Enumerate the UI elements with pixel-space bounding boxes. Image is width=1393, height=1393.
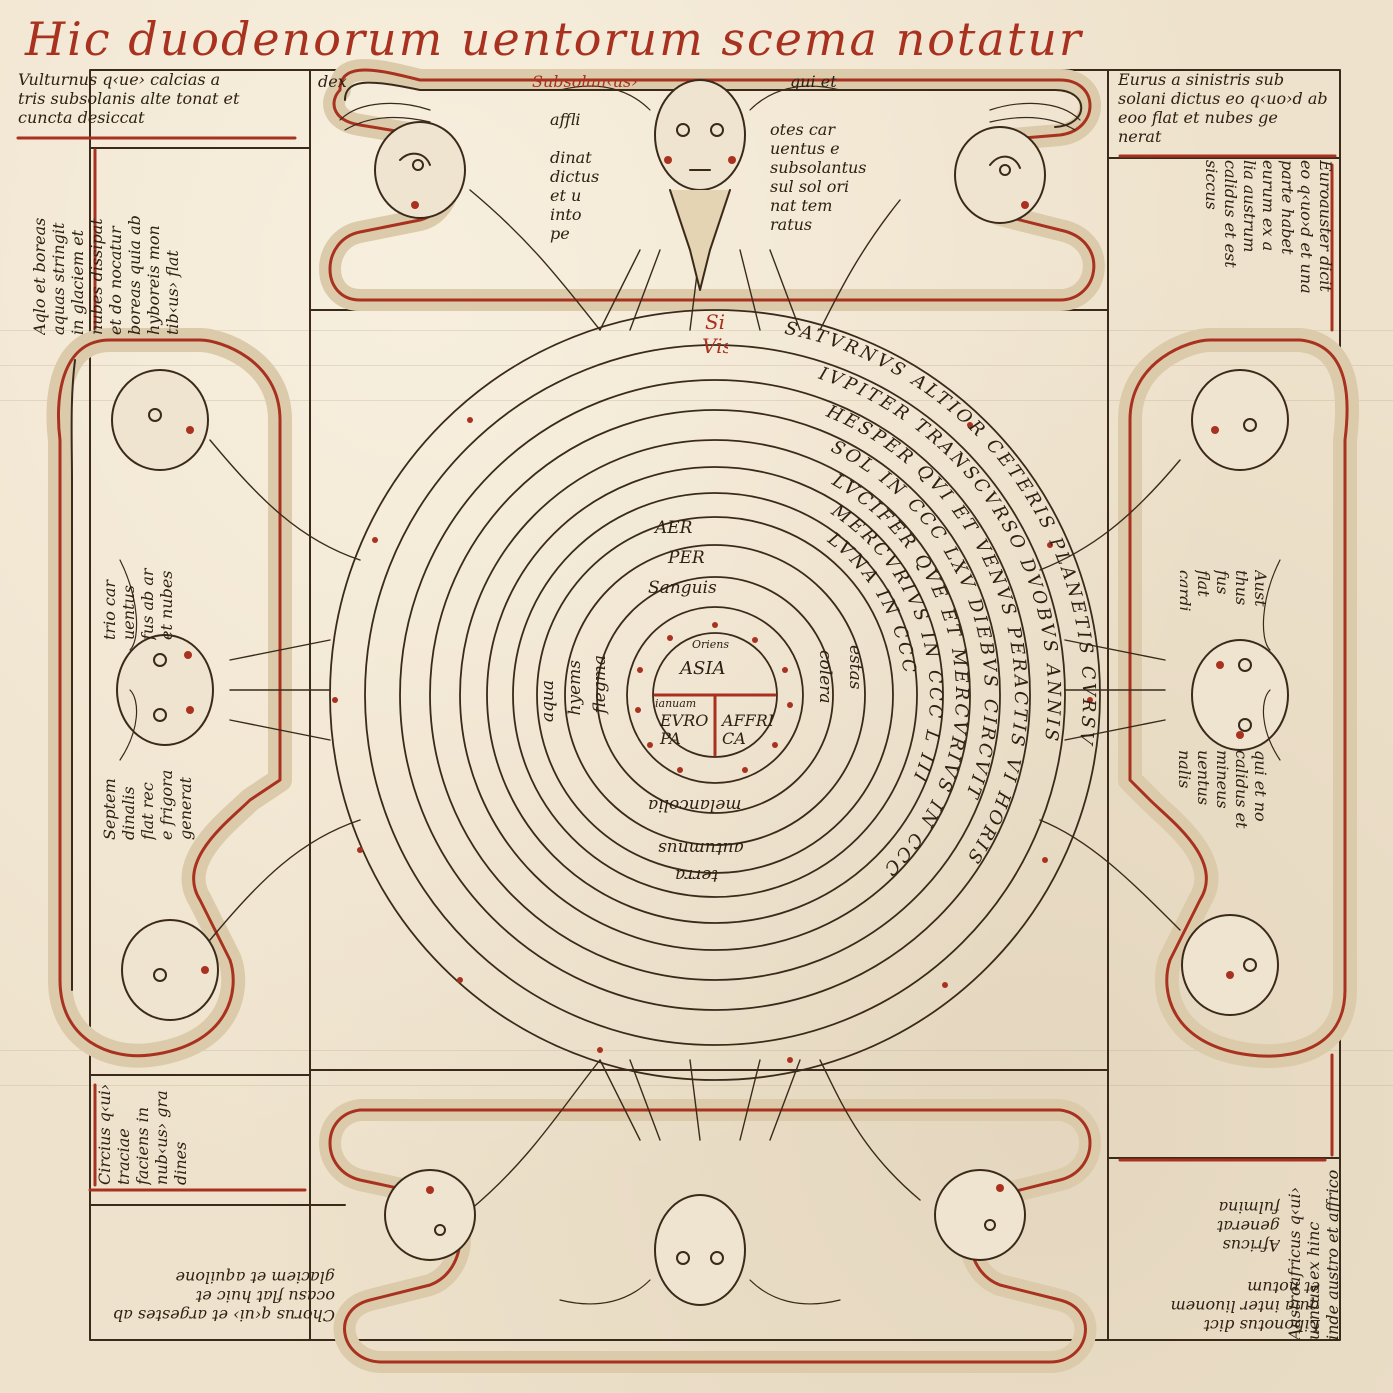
aqua-label: aqua: [538, 680, 558, 723]
austroafricus-note: Austroafricus q‹ui› uentus ex hinc inde …: [1285, 1169, 1340, 1340]
hyems-label: hyems: [565, 660, 585, 716]
autumnus-label: autumnus: [658, 838, 744, 858]
left-lower-note: Septem dinalis flat rec e frigora genera…: [100, 769, 195, 840]
sanguis-label: Sanguis: [648, 578, 717, 598]
estas-label: estas: [845, 645, 865, 690]
right-lower-note: qui et no calidus et mineus uentus nalis: [1175, 750, 1270, 829]
planet-label: Si Visium: [702, 310, 728, 358]
chorus-note: Chorus q‹ui› et argestes ab ocasu flat h…: [112, 1268, 335, 1325]
euroauster-note: Euroauster dicit eo q‹uo›d et una parte …: [1202, 160, 1335, 294]
subsolanus-label: Subsolan‹us›: [532, 72, 638, 91]
per-label: PER: [668, 548, 705, 568]
page-title: Hic duodenorum uentorum scema notatur: [25, 12, 1083, 66]
africus-note: Africus generat fulmina: [1216, 1198, 1280, 1255]
top-left-note: Vulturnus q‹ue› calcias a tris subsolani…: [18, 70, 240, 127]
top-word-left: dex: [318, 72, 347, 91]
circius-note: Circius q‹ui› traciae faciens in nub‹us›…: [95, 1083, 190, 1185]
asia-label: ASIA: [680, 658, 726, 679]
oriens-label: Oriens: [692, 638, 730, 651]
top-center-right-note: otes car uentus e subsolantus sul sol or…: [770, 120, 867, 234]
europa-label: EVRO PA: [660, 711, 709, 748]
top-word-right: qui et: [790, 72, 837, 91]
aquilo-note: Aqlo et boreas aquas stringit in glaciem…: [30, 215, 182, 335]
aer-label: AER: [655, 518, 693, 538]
top-right-note: Eurus a sinistris sub solani dictus eo q…: [1118, 70, 1328, 146]
right-middle-note: Aust thus fus flat cardi: [1180, 570, 1270, 612]
left-middle-note: trio car uentus fus ab ar et nubes: [100, 568, 176, 640]
terra-label: terra: [675, 865, 719, 885]
colera-label: colera: [815, 650, 835, 704]
affrica-label: AFFRI CA: [722, 711, 775, 748]
melancolia-label: melancolia: [648, 795, 742, 815]
map-mid-label: ianuam: [655, 697, 697, 710]
flegma-label: flegma: [590, 655, 610, 714]
top-center-left-note: affli dinat dictus et u into pe: [550, 110, 600, 243]
